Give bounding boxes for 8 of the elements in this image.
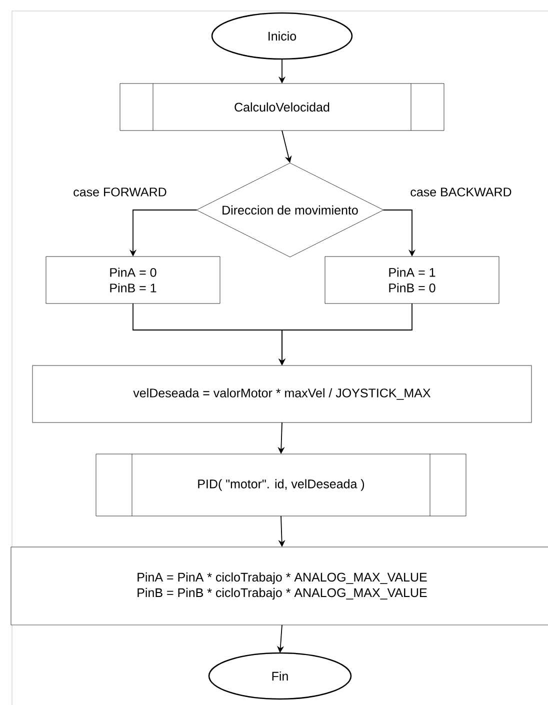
process-box: PinA = 1 PinB = 0: [324, 256, 500, 304]
process-box: velDeseada = valorMotor * maxVel / JOYSTICK_MAX: [32, 365, 532, 423]
subprocess-box: CalculoVelocidad: [120, 83, 444, 131]
process-box: PinA = 0 PinB = 1: [46, 256, 220, 304]
subprocess-box: PID( "motor". id, velDeseada ): [96, 454, 466, 516]
process-box: PinA = PinA * cicloTrabajo * ANALOG_MAX_VALUE PinB = PinB * cicloTrabajo * ANALOG_MAX_VALUE: [10, 546, 548, 626]
edge-label: case BACKWARD: [409, 186, 513, 198]
edge-label: case FORWARD: [72, 186, 168, 198]
